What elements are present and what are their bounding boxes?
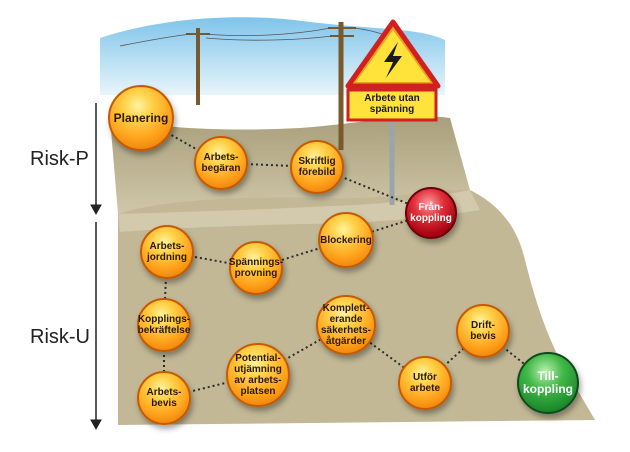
node-tillkoppling[interactable]: Till- koppling bbox=[517, 352, 579, 414]
power-pole-right bbox=[328, 22, 356, 150]
node-arbetsbevis[interactable]: Arbets- bevis bbox=[137, 371, 191, 425]
risk-p-arrow-icon bbox=[90, 103, 102, 216]
node-arbetsbegaran[interactable]: Arbets- begäran bbox=[194, 136, 248, 190]
power-lines bbox=[119, 27, 396, 47]
risk-u-arrow-icon bbox=[90, 222, 102, 431]
node-skriftlig-forebild[interactable]: Skriftlig förebild bbox=[290, 140, 344, 194]
risk-p-label: Risk-P bbox=[30, 148, 89, 170]
node-planering[interactable]: Planering bbox=[108, 85, 174, 151]
node-arbetsjordning[interactable]: Arbets- jordning bbox=[140, 225, 194, 279]
node-kopplingsbekraftelse[interactable]: Kopplings- bekräftelse bbox=[137, 298, 191, 352]
node-utfor-arbete[interactable]: Utför arbete bbox=[398, 356, 452, 410]
warning-sign-icon bbox=[345, 19, 441, 89]
node-kompletterande-sakerhetsatgarder[interactable]: Komplett- erande säkerhets- åtgärder bbox=[316, 295, 376, 355]
risk-u-label: Risk-U bbox=[30, 326, 90, 348]
warning-sign-text: Arbete utan spänning bbox=[364, 93, 420, 115]
ground-lower-highlight bbox=[118, 190, 480, 232]
node-potentialutjamning[interactable]: Potential- utjämning av arbets- platsen bbox=[226, 343, 290, 407]
node-driftbevis[interactable]: Drift- bevis bbox=[456, 304, 510, 358]
sign-plate bbox=[346, 88, 438, 122]
node-frankoppling[interactable]: Från- koppling bbox=[405, 187, 457, 239]
node-blockering[interactable]: Blockering bbox=[318, 212, 374, 268]
node-spanningsprovning[interactable]: Spännings- provning bbox=[229, 241, 283, 295]
